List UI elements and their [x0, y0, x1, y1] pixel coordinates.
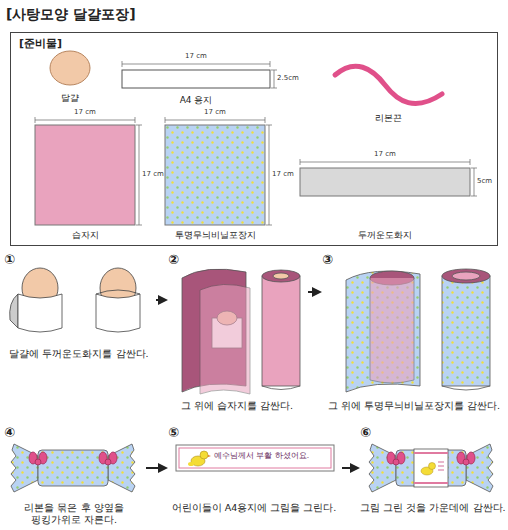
vinyl-wrap	[165, 125, 265, 225]
material-item: 습자지	[45, 229, 125, 241]
step-number: ⑤	[168, 425, 340, 441]
step-panel: ① 달걀에 두꺼운도화지를 감싼다.	[4, 252, 154, 370]
dimension-label: 2.5cm	[277, 75, 299, 83]
step-panel: ⑤ 어린이들이 A4용지에 그림을 그린다.	[168, 425, 340, 527]
step6-candy	[369, 444, 493, 492]
dimension-label: 17 cm	[74, 109, 96, 117]
egg	[50, 51, 90, 85]
step-number: ⑥	[360, 425, 506, 441]
item-name: 투명무늬비닐포장지	[155, 229, 275, 241]
ribbon	[335, 66, 442, 103]
step-panel: ④ 리본을 묶은 후 양옆을 핑킹가위로 자른다.	[4, 425, 144, 527]
step-caption: 달걀에 두꺼운도화지를 감싼다.	[4, 348, 154, 360]
material-item: 리본끈	[348, 112, 428, 124]
step-caption: 그 위에 습자지를 감싼다.	[168, 400, 306, 412]
dimension-label: 17 cm	[272, 171, 294, 179]
tissue-paper	[35, 125, 135, 225]
step-panel: ⑥ 그림 그린 것을 가운데에 감싼다.	[360, 425, 506, 527]
step1-illustration	[10, 268, 140, 332]
step-caption: 어린이들이 A4용지에 그림을 그린다.	[168, 502, 340, 514]
step3-illustration	[346, 269, 490, 392]
dimension-label: 17 cm	[204, 109, 226, 117]
step2-illustration	[182, 269, 300, 394]
paper-message: 예수님께서 부활 하셨어요.	[214, 452, 309, 460]
material-item: 투명무늬비닐포장지	[155, 229, 275, 241]
item-name: 달걀	[40, 92, 100, 104]
dimension-label: 17 cm	[185, 53, 207, 61]
step-caption: 그 위에 투명무늬비닐포장지를 감싼다.	[322, 400, 506, 412]
materials-box: [준비물] 달걀 A4 용지리본끈습자지 투명무늬비닐포장지 두꺼운도화지	[10, 32, 498, 246]
item-name: 습자지	[45, 229, 125, 241]
item-name: 두꺼운도화지	[335, 229, 435, 241]
step-panel: ③ 그 위에 투명무늬비닐포장지를 감싼다.	[322, 252, 506, 424]
dimension-label: 17 cm	[374, 151, 396, 159]
panel-heading: [준비물]	[11, 33, 497, 51]
material-item: 달걀	[40, 92, 100, 104]
material-item: 두꺼운도화지	[335, 229, 435, 241]
material-item: A4 용지	[156, 94, 236, 106]
step-number: ④	[4, 425, 144, 441]
step-panel: ② 그 위에 습자지를 감싼다.	[168, 252, 306, 424]
step-number: ①	[4, 252, 154, 268]
dimension-lines	[35, 61, 477, 225]
step-arrow	[146, 467, 166, 469]
step4-candy	[11, 444, 135, 492]
item-name: A4 용지	[156, 94, 236, 106]
item-name: 리본끈	[348, 112, 428, 124]
step-arrow	[308, 291, 320, 293]
step-arrow	[156, 299, 166, 301]
a4-strip	[122, 70, 270, 88]
thick-paper	[300, 168, 470, 196]
page-title: [사탕모양 달걀포장]	[6, 6, 136, 24]
step-caption: 그림 그린 것을 가운데에 감싼다.	[360, 502, 506, 514]
drawing-paper	[176, 445, 334, 471]
dimension-label: 5cm	[477, 178, 492, 186]
step-number: ③	[322, 252, 506, 268]
step-number: ②	[168, 252, 306, 268]
step-caption: 리본을 묶은 후 양옆을 핑킹가위로 자른다.	[4, 502, 144, 526]
step-arrow	[342, 467, 358, 469]
dimension-label: 17 cm	[142, 171, 164, 179]
